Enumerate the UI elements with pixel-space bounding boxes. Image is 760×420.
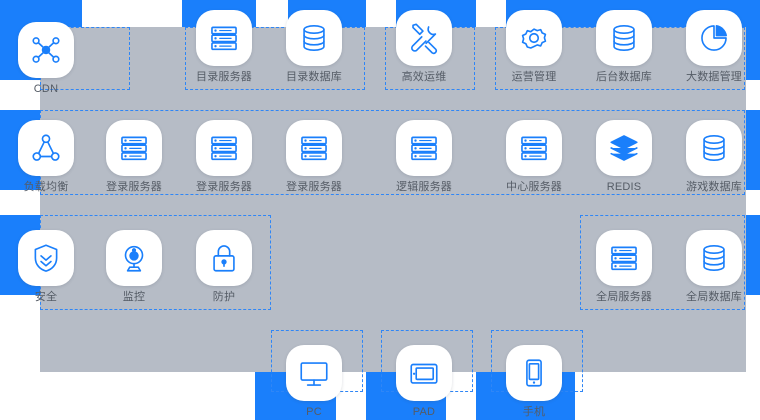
- server-rack-icon: [286, 120, 342, 176]
- node-label-security: 安全: [34, 291, 58, 303]
- tablet-icon: [396, 345, 452, 401]
- band-cutout: [82, 0, 182, 27]
- band-cutout: [256, 0, 288, 27]
- tile-operation-mgmt[interactable]: [506, 10, 562, 66]
- node-label-protection: 防护: [212, 291, 236, 303]
- node-label-operation-mgmt: 运营管理: [511, 71, 557, 83]
- tile-security[interactable]: [18, 230, 74, 286]
- node-label-center-server: 中心服务器: [506, 181, 562, 193]
- tile-global-server[interactable]: [596, 230, 652, 286]
- phone-icon: [506, 345, 562, 401]
- node-label-login-server-3: 登录服务器: [286, 181, 342, 193]
- camera-icon: [106, 230, 162, 286]
- database-icon: [286, 10, 342, 66]
- node-label-load-balancer: 负载均衡: [23, 181, 69, 193]
- tile-login-server-2[interactable]: [196, 120, 252, 176]
- tile-global-database[interactable]: [686, 230, 742, 286]
- node-label-client-mobile: 手机: [522, 406, 546, 418]
- tile-protection[interactable]: [196, 230, 252, 286]
- node-label-redis: REDIS: [606, 181, 642, 193]
- tile-bigdata-mgmt[interactable]: [686, 10, 742, 66]
- lock-icon: [196, 230, 252, 286]
- tile-dir-database[interactable]: [286, 10, 342, 66]
- node-label-dir-database: 目录数据库: [286, 71, 342, 83]
- node-label-login-server-1: 登录服务器: [106, 181, 162, 193]
- tile-game-database[interactable]: [686, 120, 742, 176]
- node-label-client-pad: PAD: [412, 406, 436, 418]
- database-icon: [596, 10, 652, 66]
- node-label-global-database: 全局数据库: [686, 291, 742, 303]
- database-icon: [686, 120, 742, 176]
- node-label-game-database: 游戏数据库: [686, 181, 742, 193]
- band-cutout: [366, 0, 396, 27]
- load-balance-icon: [18, 120, 74, 176]
- node-label-backend-db: 后台数据库: [596, 71, 652, 83]
- node-label-dir-server: 目录服务器: [196, 71, 252, 83]
- pie-chart-icon: [686, 10, 742, 66]
- tile-ops[interactable]: [396, 10, 452, 66]
- server-rack-icon: [396, 120, 452, 176]
- tile-load-balancer[interactable]: [18, 120, 74, 176]
- tile-monitor[interactable]: [106, 230, 162, 286]
- tile-redis[interactable]: [596, 120, 652, 176]
- tile-client-mobile[interactable]: [506, 345, 562, 401]
- tile-dir-server[interactable]: [196, 10, 252, 66]
- tile-login-server-1[interactable]: [106, 120, 162, 176]
- server-rack-icon: [596, 230, 652, 286]
- tile-logic-server[interactable]: [396, 120, 452, 176]
- node-label-global-server: 全局服务器: [596, 291, 652, 303]
- tile-center-server[interactable]: [506, 120, 562, 176]
- tile-cdn[interactable]: [18, 22, 74, 78]
- gear-icon: [506, 10, 562, 66]
- tile-client-pc[interactable]: [286, 345, 342, 401]
- cdn-network-icon: [18, 22, 74, 78]
- tile-backend-db[interactable]: [596, 10, 652, 66]
- tools-icon: [396, 10, 452, 66]
- tile-client-pad[interactable]: [396, 345, 452, 401]
- central-gray-panel: [40, 27, 746, 372]
- band-cutout: [476, 0, 506, 27]
- server-rack-icon: [106, 120, 162, 176]
- desktop-icon: [286, 345, 342, 401]
- tile-login-server-3[interactable]: [286, 120, 342, 176]
- node-label-logic-server: 逻辑服务器: [396, 181, 452, 193]
- node-label-monitor: 监控: [122, 291, 146, 303]
- node-label-cdn: CDN: [33, 83, 59, 95]
- server-rack-icon: [196, 10, 252, 66]
- shield-icon: [18, 230, 74, 286]
- node-label-login-server-2: 登录服务器: [196, 181, 252, 193]
- node-label-bigdata-mgmt: 大数据管理: [686, 71, 742, 83]
- server-rack-icon: [196, 120, 252, 176]
- database-icon: [686, 230, 742, 286]
- node-label-ops: 高效运维: [401, 71, 447, 83]
- server-rack-icon: [506, 120, 562, 176]
- node-label-client-pc: PC: [306, 406, 322, 418]
- layers-icon: [596, 120, 652, 176]
